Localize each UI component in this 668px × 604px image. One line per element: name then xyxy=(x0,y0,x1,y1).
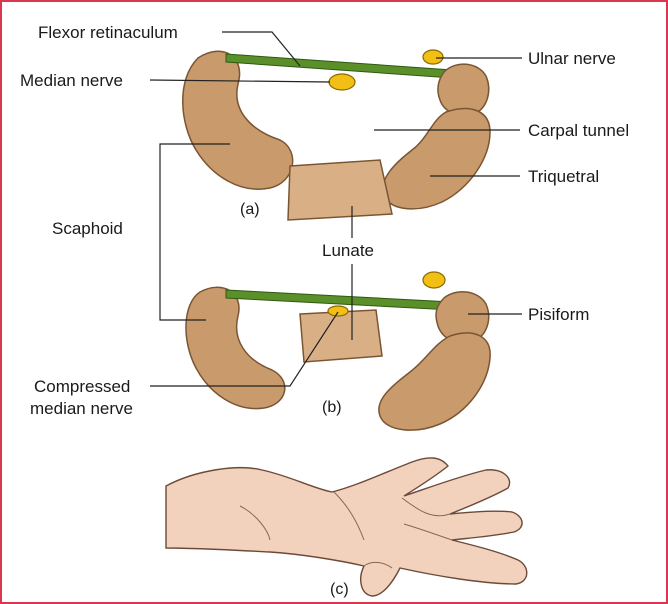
panel-label-b: (b) xyxy=(322,399,342,416)
panel-label-c: (c) xyxy=(330,581,349,598)
triquetral-bone-b xyxy=(379,333,490,430)
median-nerve-a xyxy=(329,74,355,90)
compressed-median-nerve-b xyxy=(328,306,348,316)
label-pisiform: Pisiform xyxy=(528,305,589,324)
lunate-bone-b xyxy=(300,310,382,362)
panel-a xyxy=(183,50,490,220)
ulnar-nerve-b xyxy=(423,272,445,288)
lunate-bone-a xyxy=(288,160,392,220)
label-median-nerve: Median nerve xyxy=(20,71,123,90)
ulnar-nerve-a xyxy=(423,50,443,64)
label-carpal-tunnel: Carpal tunnel xyxy=(528,121,629,140)
label-flexor-retinaculum: Flexor retinaculum xyxy=(38,23,178,42)
label-compressed-line1: Compressed xyxy=(34,377,130,396)
hand-illustration xyxy=(166,458,527,596)
scaphoid-bone-b xyxy=(186,287,285,408)
leader-median-nerve xyxy=(150,80,330,82)
hand-outline xyxy=(166,458,527,596)
triquetral-bone-a xyxy=(383,109,490,209)
label-lunate: Lunate xyxy=(322,241,374,260)
label-ulnar-nerve: Ulnar nerve xyxy=(528,49,616,68)
label-triquetral: Triquetral xyxy=(528,167,599,186)
pisiform-bone-a xyxy=(438,64,489,115)
label-compressed-line2: median nerve xyxy=(30,399,133,418)
label-scaphoid: Scaphoid xyxy=(52,219,123,238)
panel-label-a: (a) xyxy=(240,201,260,218)
scaphoid-bone-a xyxy=(183,51,293,189)
